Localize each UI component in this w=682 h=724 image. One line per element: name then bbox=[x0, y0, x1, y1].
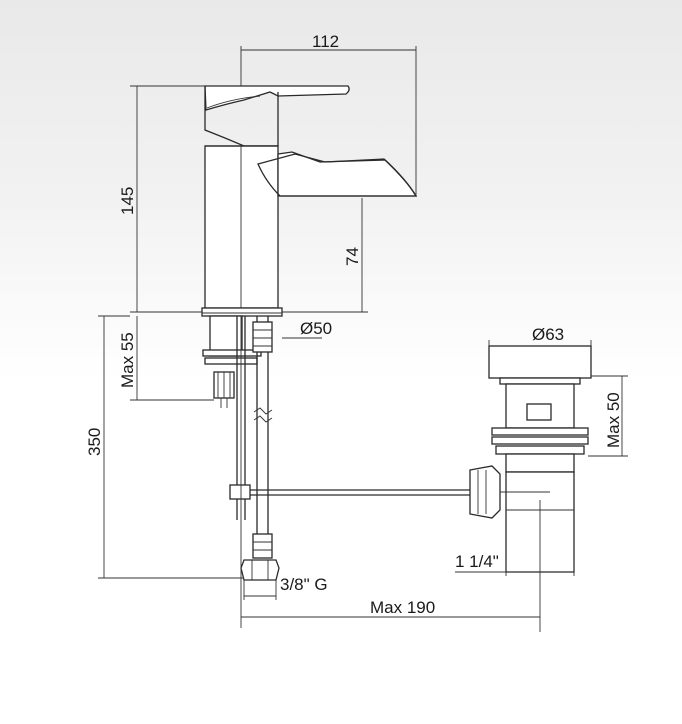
dimension-label-base-diameter: Ø50 bbox=[300, 319, 332, 338]
dimension-label-waste-thread: 1 1/4" bbox=[455, 552, 499, 571]
waste-drain bbox=[469, 345, 592, 573]
mounting-shank bbox=[202, 315, 262, 408]
dimension-label-faucet-height: 145 bbox=[118, 187, 137, 215]
dimension-label-hose-thread: 3/8" G bbox=[280, 575, 328, 594]
dimension-lines bbox=[98, 46, 628, 632]
dimension-label-max-190: Max 190 bbox=[370, 598, 435, 617]
dimension-label-max-55: Max 55 bbox=[118, 332, 137, 388]
water-hose bbox=[240, 316, 280, 581]
dimension-label-total-350: 350 bbox=[85, 428, 104, 456]
faucet-spout bbox=[257, 151, 418, 197]
faucet-lever-handle bbox=[204, 85, 350, 147]
dimension-label-waste-diameter: Ø63 bbox=[532, 325, 564, 344]
dimension-label-max-50: Max 50 bbox=[604, 392, 623, 448]
pop-up-rod bbox=[229, 316, 470, 520]
dimension-label-width: 112 bbox=[312, 32, 339, 51]
faucet-body bbox=[204, 145, 279, 309]
dimension-label-spout-height: 74 bbox=[343, 247, 362, 266]
faucet-base-plate bbox=[201, 307, 283, 317]
